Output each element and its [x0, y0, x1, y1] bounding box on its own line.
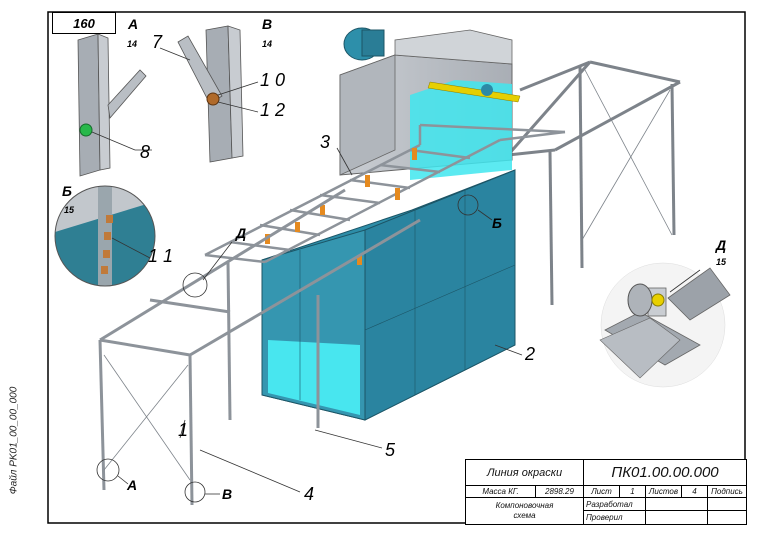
callout-4: 4 — [304, 484, 314, 504]
sheet-number: 160 — [73, 15, 95, 31]
view-a-scale: 14 — [127, 39, 137, 49]
tb-sheet-label: Лист — [584, 486, 620, 498]
callout-3: 3 — [320, 132, 330, 152]
tb-code: ПК01.00.00.000 — [584, 460, 746, 486]
mark-a: А — [126, 477, 137, 493]
callout-8: 8 — [140, 142, 150, 162]
tb-checked-sign — [708, 511, 746, 524]
side-file-label: Файл PK01_00_00_000 — [4, 380, 24, 510]
callout-2: 2 — [524, 344, 535, 364]
tb-mass-label: Масса КГ. — [466, 486, 536, 498]
mark-v: В — [222, 486, 232, 502]
tb-sheets-label: Листов — [646, 486, 682, 498]
detail-view-v — [159, 25, 259, 163]
mark-b: Б — [492, 215, 502, 231]
callout-10: 1 0 — [260, 70, 285, 90]
callout-5: 5 — [385, 440, 396, 460]
tb-checked: Проверил — [584, 511, 646, 524]
title-block: Линия окраски ПК01.00.00.000 Масса КГ. 2… — [465, 459, 747, 525]
file-name: Файл PK01_00_00_000 — [8, 386, 20, 495]
tb-sheet-value: 1 — [620, 486, 646, 498]
tb-checked-name — [646, 511, 708, 524]
callout-1: 1 — [178, 420, 188, 440]
tb-developed-sign — [708, 498, 746, 511]
tb-sign-label: Подпись — [708, 486, 746, 498]
detail-view-d — [599, 262, 731, 388]
tb-developed-name — [646, 498, 708, 511]
callout-11: 1 1 — [148, 246, 173, 266]
tb-developed: Разработал — [584, 498, 646, 511]
view-b-scale: 15 — [64, 205, 75, 215]
view-d-letter: Д — [715, 237, 726, 253]
bolt-10-marker — [206, 92, 220, 106]
tb-sheets-value: 4 — [682, 486, 708, 498]
view-d-scale: 15 — [716, 257, 727, 267]
callout-7: 7 — [152, 32, 163, 52]
detail-view-a — [77, 33, 152, 177]
view-v-letter: В — [262, 16, 272, 32]
tb-title: Линия окраски — [466, 460, 584, 486]
callout-12: 1 2 — [260, 100, 285, 120]
paint-line-assembly — [98, 27, 681, 506]
view-v-scale: 14 — [262, 39, 272, 49]
view-b-letter: Б — [62, 183, 72, 199]
mark-d: Д — [235, 225, 246, 241]
view-a-letter: А — [127, 16, 138, 32]
sheet-number-stamp: 160 — [52, 12, 116, 34]
bolt-8-marker — [79, 123, 93, 137]
tb-mass-value: 2898.29 — [536, 486, 584, 498]
tb-doc-type: Компоновочная схема — [466, 498, 584, 524]
sheet-frame — [47, 11, 746, 524]
detail-view-b — [54, 185, 156, 287]
callout-leaders — [96, 147, 523, 503]
